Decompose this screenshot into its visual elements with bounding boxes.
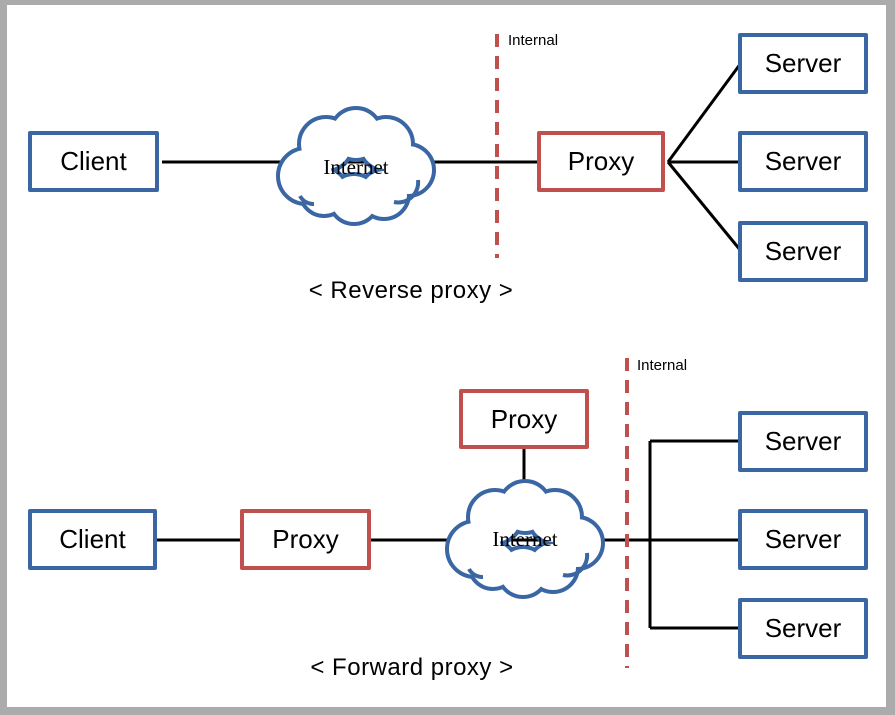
forward-server-box-1: Server	[738, 411, 868, 472]
reverse-client-box: Client	[28, 131, 159, 192]
forward-proxy-caption: < Forward proxy >	[310, 654, 514, 681]
forward-client-label: Client	[59, 524, 126, 554]
forward-internal-label: Internal	[637, 357, 688, 374]
reverse-client-label: Client	[60, 146, 127, 176]
forward-server-label-1: Server	[764, 426, 842, 456]
forward-server-label-3: Server	[764, 613, 842, 643]
reverse-server-box-2: Server	[738, 131, 868, 192]
connector-layer	[157, 34, 743, 668]
reverse-server-box-1: Server	[738, 33, 868, 94]
forward-top-proxy-label: Proxy	[490, 403, 558, 434]
reverse-internet-label: Internet	[323, 155, 389, 179]
forward-internet-label: Internet	[492, 527, 558, 551]
reverse-proxy-box: Proxy	[537, 131, 665, 192]
reverse-internal-label: Internal	[508, 32, 559, 49]
forward-client-box: Client	[28, 509, 157, 570]
forward-server-box-2: Server	[738, 509, 868, 570]
reverse-connectors	[162, 62, 743, 252]
forward-top-proxy-box: Proxy	[459, 389, 589, 449]
reverse-server-label-1: Server	[764, 48, 842, 78]
reverse-server-box-3: Server	[738, 221, 868, 282]
forward-server-label-2: Server	[764, 524, 842, 554]
forward-proxy-label: Proxy	[272, 524, 339, 554]
forward-proxy-box: Proxy	[240, 509, 371, 570]
reverse-proxy-label: Proxy	[567, 146, 635, 176]
reverse-proxy-caption: < Reverse proxy >	[308, 277, 514, 304]
forward-server-box-3: Server	[738, 598, 868, 659]
reverse-server-label-2: Server	[764, 146, 842, 176]
reverse-server-label-3: Server	[764, 236, 842, 266]
